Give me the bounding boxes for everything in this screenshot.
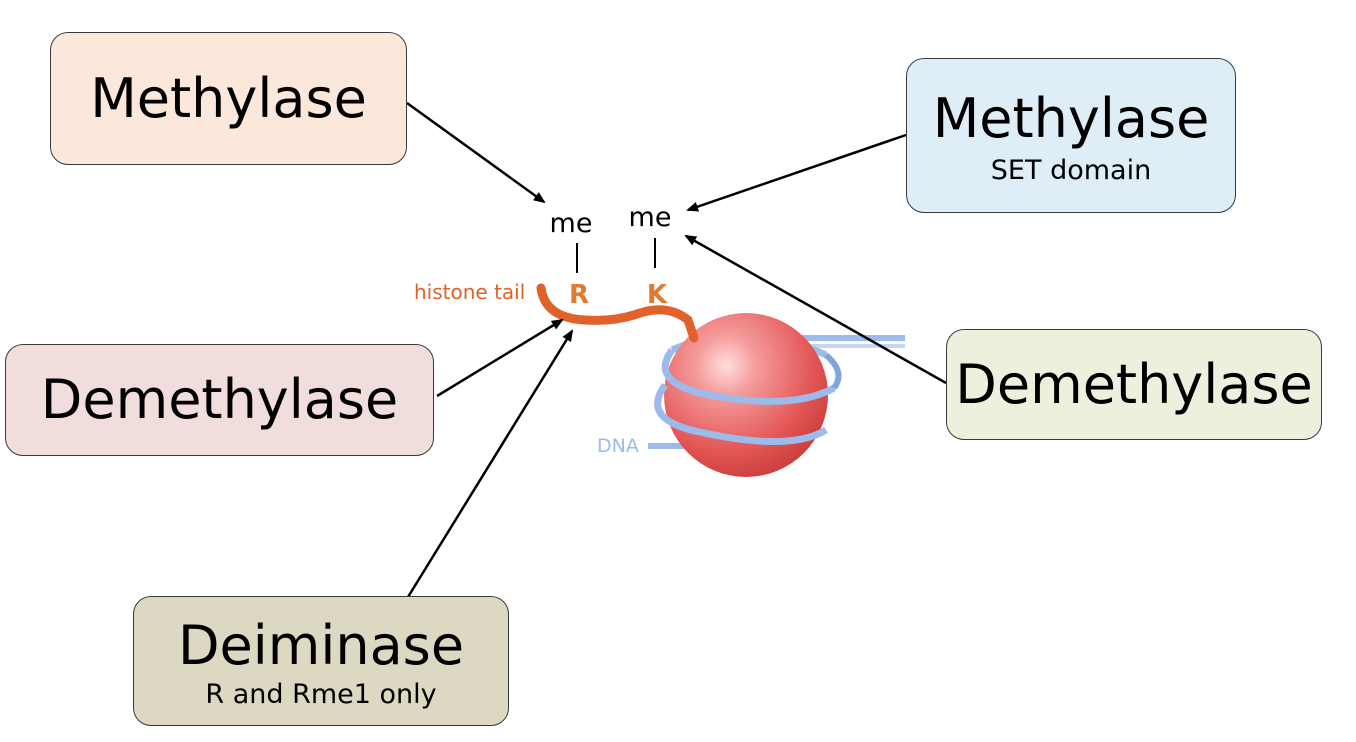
me-r-label: me — [550, 208, 593, 239]
arrow-methylase-left-to-me-r — [406, 101, 546, 204]
dna-wrap-3 — [823, 352, 842, 390]
deiminase-title: Deiminase — [177, 613, 465, 677]
me-k-label: me — [629, 202, 672, 233]
histone-tail-label: histone tail — [414, 280, 525, 304]
methylase-title: Methylase — [90, 66, 367, 130]
methylase-box-right: Methylase SET domain — [906, 58, 1236, 213]
dna-wrap-1 — [661, 347, 836, 405]
residue-r-label: R — [569, 280, 589, 310]
demethylase-box-right: Demethylase — [946, 329, 1322, 440]
deiminase-subtitle: R and Rme1 only — [205, 679, 437, 711]
demethylase-box-left: Demethylase — [5, 344, 434, 456]
arrow-deiminase-to-tail — [406, 329, 574, 598]
deiminase-box: Deiminase R and Rme1 only — [133, 596, 509, 726]
arrow-demethylase-left-to-tail — [436, 318, 564, 398]
arrow-methylase-right-to-me-k — [686, 133, 907, 212]
arrow-demethylase-right-to-me-k — [684, 234, 947, 385]
dna-wrap-2 — [654, 382, 828, 445]
demethylase-title: Demethylase — [955, 352, 1313, 416]
residue-k-label: K — [647, 280, 668, 310]
methylase-box-left: Methylase — [50, 32, 407, 165]
methylase-title: Methylase — [932, 87, 1210, 151]
demethylase-title: Demethylase — [40, 368, 399, 432]
dna-label: DNA — [597, 435, 639, 457]
histone-tail — [536, 283, 699, 343]
methylase-subtitle: SET domain — [990, 154, 1152, 186]
